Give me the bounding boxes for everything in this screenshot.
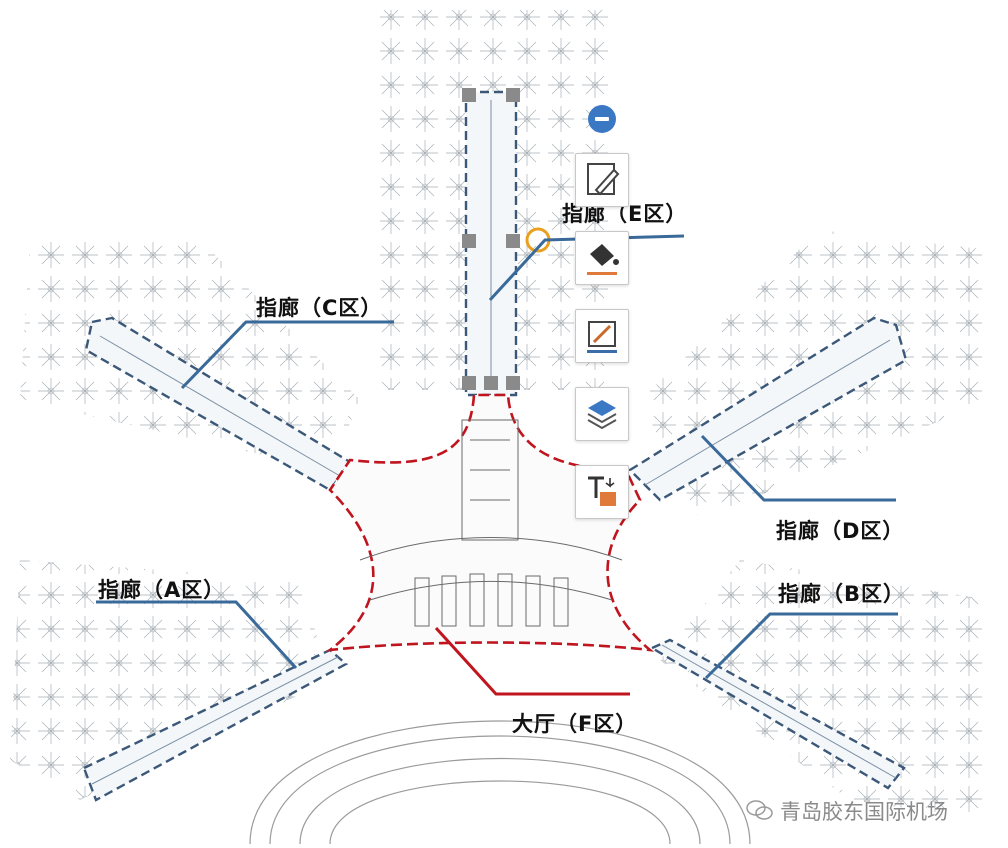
- selection-handles: [462, 88, 520, 390]
- minus-circle-icon[interactable]: [588, 105, 616, 133]
- piers: [82, 90, 908, 802]
- leader-lines: [96, 234, 898, 680]
- leader-line-f: [434, 626, 630, 696]
- pier-b: [649, 638, 906, 790]
- label-pier-d: 指廊（D区）: [776, 519, 905, 543]
- line-color-tool[interactable]: [575, 309, 629, 363]
- fill-tool[interactable]: [575, 231, 629, 285]
- label-pier-b: 指廊（B区）: [778, 582, 906, 606]
- layers-tool[interactable]: [575, 387, 629, 441]
- label-pier-a: 指廊（A区）: [98, 578, 226, 602]
- wechat-icon: [746, 800, 773, 820]
- edit-tool[interactable]: [575, 153, 629, 207]
- paint-bucket-icon: [587, 244, 619, 275]
- pier-a: [82, 648, 349, 802]
- pier-d: [628, 316, 908, 502]
- text-color-icon: [588, 476, 616, 506]
- pencil-frame-icon: [587, 163, 620, 196]
- text-style-tool[interactable]: [575, 465, 629, 519]
- landside-road: [249, 720, 751, 845]
- layers-icon: [587, 400, 617, 430]
- watermark: 青岛胶东国际机场: [780, 800, 948, 824]
- label-hall-f: 大厅（F区）: [512, 712, 638, 736]
- label-pier-c: 指廊（C区）: [256, 296, 383, 320]
- hall-interior: [359, 419, 623, 627]
- pen-line-icon: [587, 321, 617, 353]
